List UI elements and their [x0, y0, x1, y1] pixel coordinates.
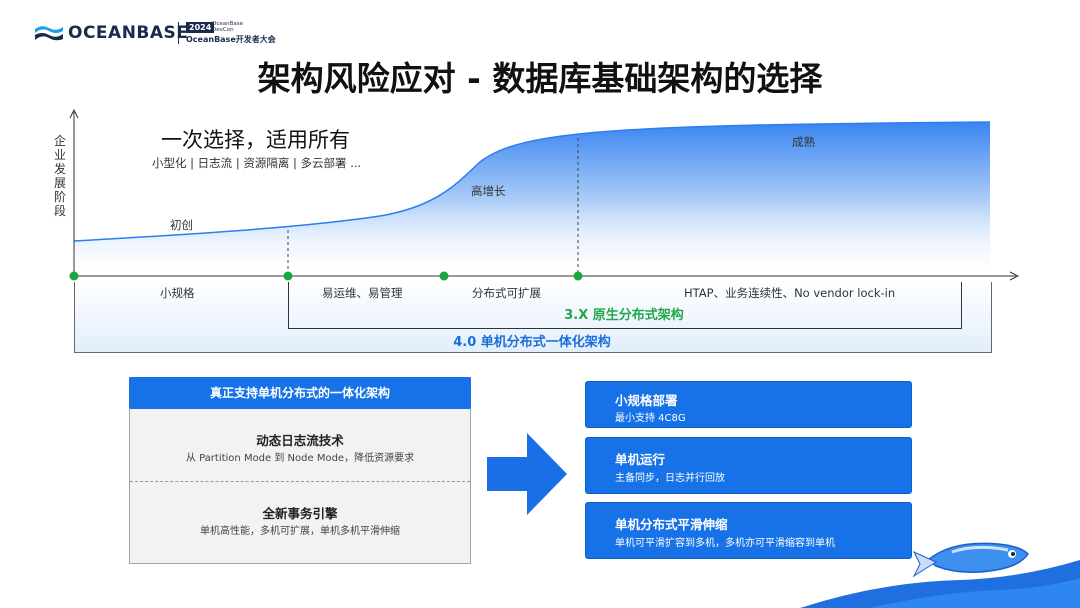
feature-title-txn-engine: 全新事务引擎	[262, 506, 338, 521]
feature-title-log-stream: 动态日志流技术	[256, 433, 344, 448]
growth-curve-area	[74, 122, 990, 276]
benefit-desc: 单机可平滑扩容到多机，多机亦可平滑缩容到单机	[615, 538, 835, 549]
band-3-x	[288, 282, 962, 329]
stage-label-mature: 成熟	[792, 135, 815, 149]
stage-label-startup: 初创	[170, 218, 193, 232]
segment-label-small: 小规格	[160, 286, 195, 300]
event-tag-bottom: DevCon	[212, 27, 234, 33]
event-year: 2024	[186, 22, 215, 33]
stage-label-growth: 高增长	[471, 184, 506, 198]
event-tag-top: OceanBase	[212, 21, 243, 27]
benefit-desc: 主备同步，日志并行回放	[615, 473, 725, 484]
segment-label-ops: 易运维、易管理	[322, 286, 403, 300]
stage-marker-4	[573, 271, 583, 281]
event-name: OceanBase开发者大会	[186, 35, 276, 44]
oceanbase-logo-icon	[35, 26, 63, 41]
benefit-title: 单机分布式平滑伸缩	[615, 517, 728, 532]
benefit-card-small-spec: 小规格部署 最小支持 4C8G	[585, 381, 912, 428]
benefit-card-elastic: 单机分布式平滑伸缩 单机可平滑扩容到多机，多机亦可平滑缩容到单机	[585, 502, 912, 559]
band-3-x-title: 3.X 原生分布式架构	[564, 308, 684, 323]
wave-decoration	[800, 560, 1080, 608]
stage-marker-2	[283, 271, 293, 281]
right-arrow-icon	[487, 433, 567, 515]
benefit-card-standalone: 单机运行 主备同步，日志并行回放	[585, 437, 912, 494]
wave-highlight	[870, 578, 1080, 608]
stage-marker-3	[439, 271, 449, 281]
event-tag: OceanBase DevCon	[212, 21, 243, 33]
brand-name: OCEANBASE	[68, 23, 189, 43]
band-4-0	[74, 282, 992, 353]
band-4-0-title: 4.0 单机分布式一体化架构	[453, 335, 611, 350]
chart-subheading: 小型化 | 日志流 | 资源隔离 | 多云部署 ...	[152, 156, 362, 170]
feature-desc-log-stream: 从 Partition Mode 到 Node Mode，降低资源要求	[185, 453, 415, 464]
growth-curve-line	[73, 121, 991, 242]
stage-marker-1	[69, 271, 79, 281]
page-title: 架构风险应对 - 数据库基础架构的选择	[257, 59, 823, 98]
segment-label-htap: HTAP、业务连续性、No vendor lock-in	[684, 286, 896, 300]
benefit-title: 小规格部署	[615, 393, 678, 408]
fish-mascot-icon	[912, 542, 1029, 578]
left-panel-divider	[130, 481, 470, 482]
benefit-title: 单机运行	[615, 452, 666, 467]
x-axis-arrow	[1009, 271, 1020, 281]
feature-desc-txn-engine: 单机高性能，多机可扩展，单机多机平滑伸缩	[200, 526, 400, 537]
left-panel-header: 真正支持单机分布式的一体化架构	[129, 377, 471, 409]
chart-heading: 一次选择，适用所有	[161, 128, 350, 152]
y-axis-label: 企业发展阶段	[53, 134, 66, 218]
segment-label-scale: 分布式可扩展	[472, 286, 541, 300]
header-divider	[178, 22, 179, 44]
y-axis-arrow	[69, 108, 79, 119]
benefit-desc: 最小支持 4C8G	[615, 413, 686, 424]
